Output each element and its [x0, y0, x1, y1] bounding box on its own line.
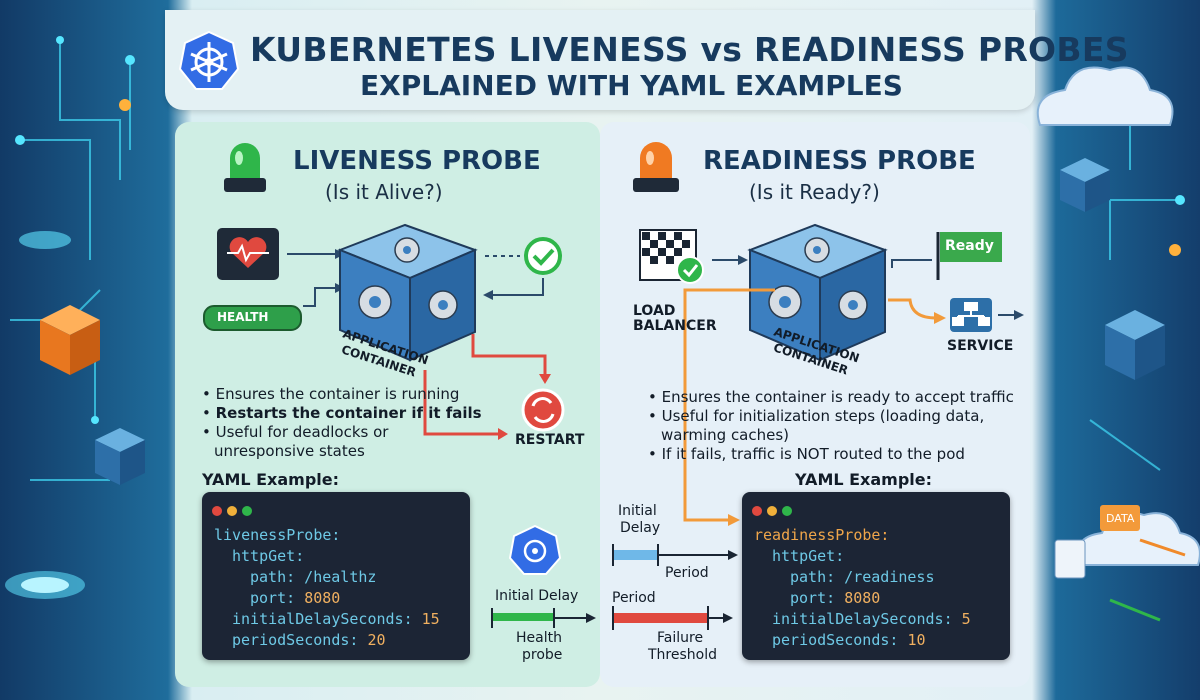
- liveness-bullet: • Useful for deadlocks or: [202, 423, 389, 441]
- yaml-line: livenessProbe:: [214, 526, 341, 544]
- liveness-timeline: [491, 524, 596, 628]
- period-label: Period: [665, 565, 709, 581]
- readiness-timeline: [612, 544, 738, 630]
- readiness-bullet: • Useful for initialization steps (loadi…: [648, 407, 985, 425]
- kubernetes-logo-icon: [178, 30, 240, 90]
- data-label: DATA: [1106, 512, 1135, 525]
- blue-cube-icon: [95, 428, 145, 485]
- check-icon: [524, 237, 562, 275]
- load-balancer-label-2: BALANCER: [633, 318, 717, 334]
- yaml-line: path: /readiness: [790, 568, 935, 586]
- restart-label: RESTART: [515, 432, 585, 448]
- heart-monitor-icon: [217, 228, 279, 280]
- yaml-line: port: 8080: [250, 589, 341, 607]
- green-siren-icon: [224, 143, 266, 192]
- page-subtitle: EXPLAINED WITH YAML EXAMPLES: [360, 69, 903, 102]
- initial-delay-label-2: Delay: [620, 520, 661, 536]
- yaml-line: initialDelaySeconds: 5: [772, 610, 971, 628]
- health-probe-label-2: probe: [522, 647, 563, 663]
- yaml-line: periodSeconds: 20: [232, 631, 386, 649]
- load-balancer-icon: [639, 229, 704, 284]
- liveness-bullet: unresponsive states: [214, 442, 365, 460]
- yaml-line: periodSeconds: 10: [772, 631, 926, 649]
- readiness-bullet: • Ensures the container is ready to acce…: [648, 388, 1014, 406]
- liveness-bullet: • Ensures the container is running: [202, 385, 460, 403]
- liveness-bullet: • Restarts the container if it fails: [202, 404, 482, 422]
- readiness-subheading: (Is it Ready?): [749, 180, 880, 204]
- health-probe-label-1: Health: [516, 630, 562, 646]
- service-label: SERVICE: [947, 338, 1014, 354]
- application-container-cube-icon: [747, 223, 888, 362]
- yaml-line: httpGet:: [772, 547, 845, 565]
- liveness-heading: LIVENESS PROBE: [293, 146, 541, 176]
- ready-flag: Ready: [940, 232, 1002, 262]
- yaml-line: httpGet:: [232, 547, 305, 565]
- liveness-diagram: [217, 223, 565, 440]
- readiness-diagram: [639, 223, 1024, 526]
- readiness-bullet: warming caches): [661, 426, 790, 444]
- yaml-line: port: 8080: [790, 589, 881, 607]
- load-balancer-label-1: LOAD: [633, 303, 676, 319]
- readiness-bullet: • If it fails, traffic is NOT routed to …: [648, 445, 965, 463]
- yaml-line: initialDelaySeconds: 15: [232, 610, 440, 628]
- initial-delay-label-1: Initial: [618, 503, 657, 519]
- readiness-yaml-heading: YAML Example:: [795, 470, 933, 489]
- period-label-top: Period: [612, 590, 656, 606]
- readiness-yaml-code-block: readinessProbe: httpGet: path: /readines…: [742, 492, 1010, 660]
- yaml-line: path: /healthz: [250, 568, 377, 586]
- readiness-heading: READINESS PROBE: [703, 146, 976, 176]
- title-banner: [165, 10, 1035, 110]
- restart-icon: [521, 388, 565, 432]
- health-badge: HEALTH: [203, 305, 302, 331]
- kubernetes-logo-icon: [508, 524, 562, 575]
- liveness-yaml-heading: YAML Example:: [202, 470, 340, 489]
- orange-siren-icon: [633, 142, 679, 192]
- liveness-subheading: (Is it Alive?): [325, 180, 443, 204]
- initial-delay-label: Initial Delay: [495, 588, 579, 604]
- yaml-line: readinessProbe:: [754, 526, 890, 544]
- page-title: KUBERNETES LIVENESS vs READINESS PROBES: [250, 30, 1129, 69]
- blue-cube-icon: [1060, 158, 1165, 380]
- liveness-yaml-code-block: livenessProbe: httpGet: path: /healthz p…: [202, 492, 470, 660]
- failure-threshold-label-2: Threshold: [648, 647, 717, 663]
- service-network-icon: [950, 298, 992, 332]
- application-container-cube-icon: [337, 223, 478, 362]
- failure-threshold-label-1: Failure: [657, 630, 704, 646]
- orange-cube-icon: [40, 305, 100, 375]
- cloud-icon: [1036, 66, 1200, 566]
